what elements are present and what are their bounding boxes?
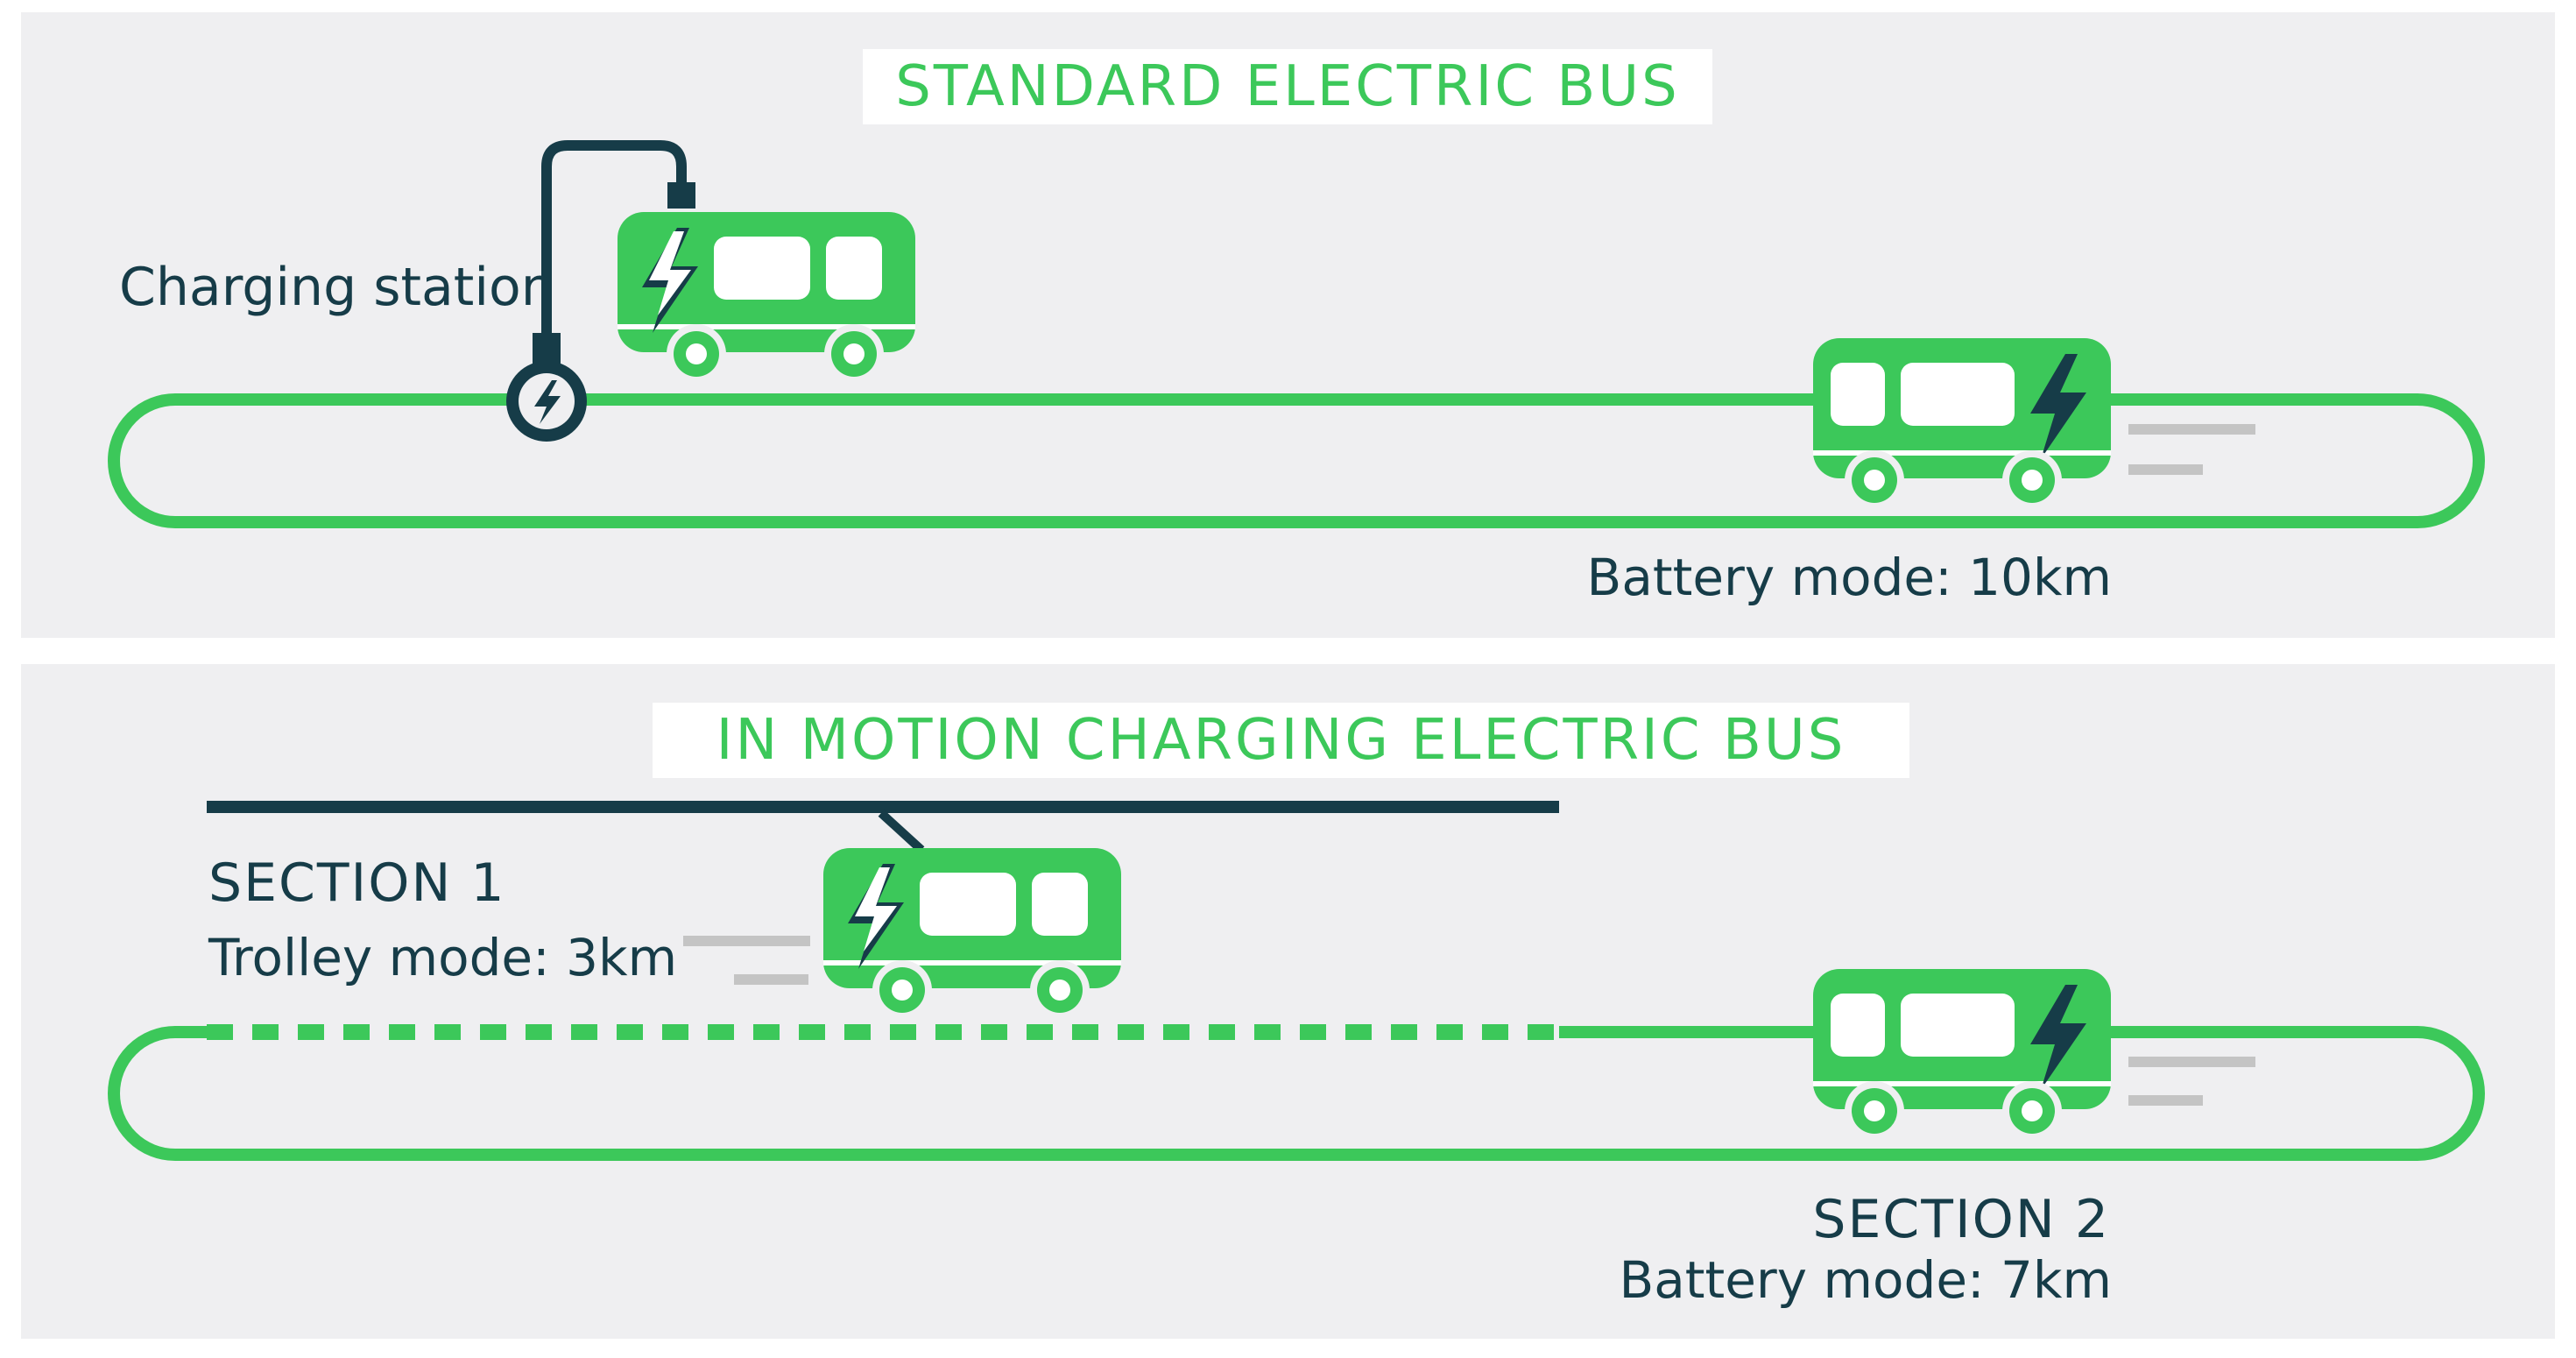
bus-icon-charging [618, 212, 915, 384]
speed-lines-section1 [683, 936, 810, 985]
standard-battery-mode-label: Battery mode: 10km [1586, 548, 2112, 607]
in-motion-title: IN MOTION CHARGING ELECTRIC BUS [653, 703, 1909, 778]
speed-lines-top [2128, 424, 2255, 475]
bus-icon-trolley [823, 848, 1121, 1020]
section2-battery-mode-label: Battery mode: 7km [1619, 1250, 2112, 1310]
standard-title: STANDARD ELECTRIC BUS [863, 49, 1712, 124]
bus-icon-section2 [1813, 969, 2111, 1141]
charging-cable [541, 140, 687, 343]
bus-icon-battery [1813, 338, 2111, 510]
section2-label: SECTION 2 [1812, 1189, 2110, 1250]
charging-plug-icon [667, 182, 695, 209]
trolley-pole [878, 810, 925, 853]
speed-lines-section2 [2128, 1057, 2255, 1106]
overhead-trolley-wire [207, 801, 1559, 813]
in-motion-route-green [108, 1026, 2485, 1161]
trolley-mode-label: Trolley mode: 3km [208, 928, 678, 987]
standard-route-loop [108, 393, 2485, 528]
charging-station-icon [506, 333, 587, 442]
charging-station-label: Charging station [119, 257, 554, 318]
section1-label: SECTION 1 [208, 852, 506, 914]
